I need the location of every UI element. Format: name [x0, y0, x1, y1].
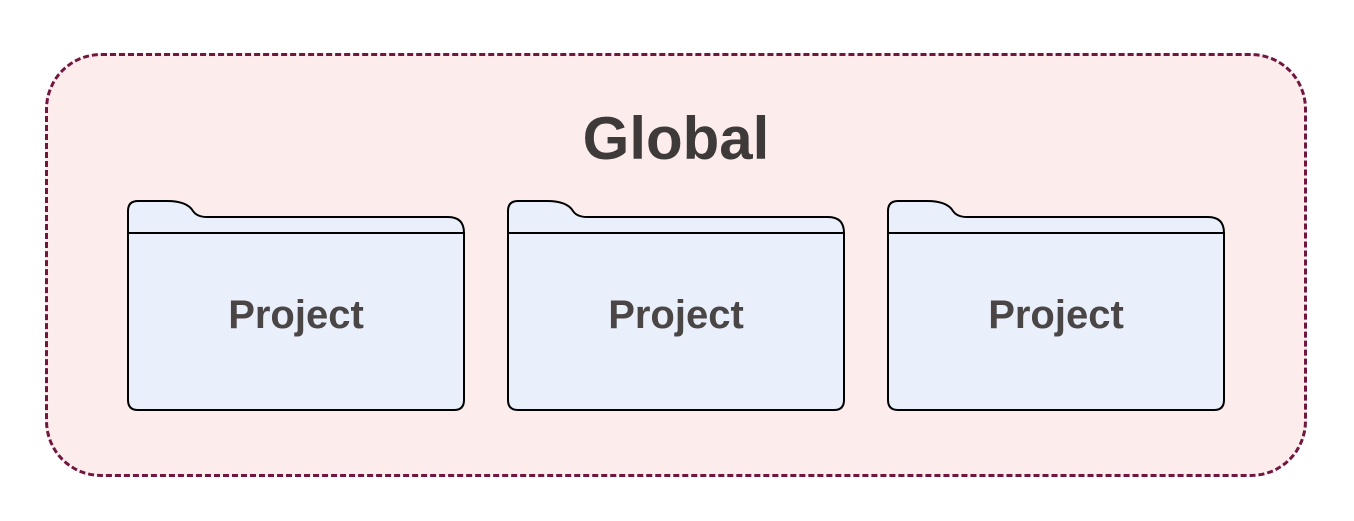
folder-icon	[507, 200, 845, 411]
project-folder: Project	[127, 200, 465, 411]
folder-row: Project Project Project	[48, 200, 1304, 411]
project-folder: Project	[887, 200, 1225, 411]
folder-outline	[507, 200, 845, 411]
global-container: Global Project Project	[45, 53, 1307, 477]
folder-outline	[127, 200, 465, 411]
folder-label: Project	[608, 293, 744, 337]
folder-label: Project	[988, 293, 1124, 337]
folder-outline	[887, 200, 1225, 411]
project-folder: Project	[507, 200, 845, 411]
folder-icon	[127, 200, 465, 411]
folder-icon	[887, 200, 1225, 411]
global-title: Global	[582, 105, 770, 172]
folder-label: Project	[228, 293, 364, 337]
